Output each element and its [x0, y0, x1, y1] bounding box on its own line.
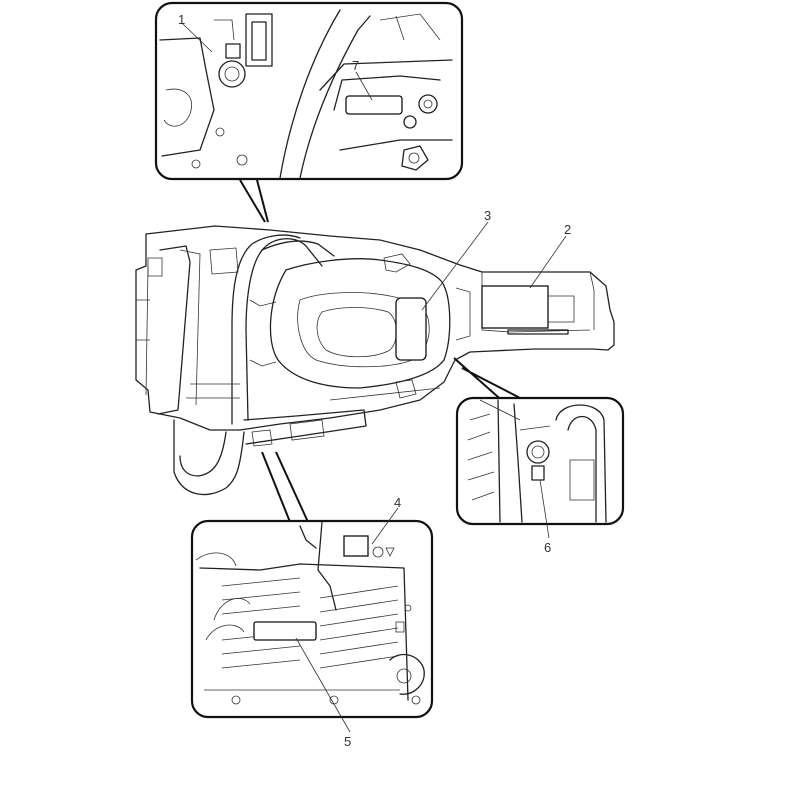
- warning-label-4: [343, 535, 369, 557]
- callout-3: 3: [484, 208, 491, 223]
- main-callouts: 2 3: [421, 208, 571, 311]
- warning-label-3: [395, 297, 427, 361]
- callout-1: 1: [178, 12, 185, 27]
- warning-label-2: [481, 285, 549, 329]
- callout-4: 4: [394, 495, 401, 510]
- callout-5: 5: [344, 734, 351, 749]
- detail-view-top: 1 7: [154, 1, 464, 181]
- fuel-symbol-decal: [225, 43, 241, 59]
- adjuster-screw: [531, 465, 545, 481]
- callout-6: 6: [544, 540, 551, 555]
- detail-view-right: 6: [455, 396, 625, 555]
- main-machine-view: [135, 225, 615, 496]
- detail-connectors: [239, 179, 521, 523]
- warning-label-5: [253, 621, 317, 641]
- warning-label-7: [345, 95, 403, 115]
- detail-view-bottom: 4 5: [190, 495, 434, 749]
- callout-7: 7: [352, 58, 359, 73]
- callout-2: 2: [564, 222, 571, 237]
